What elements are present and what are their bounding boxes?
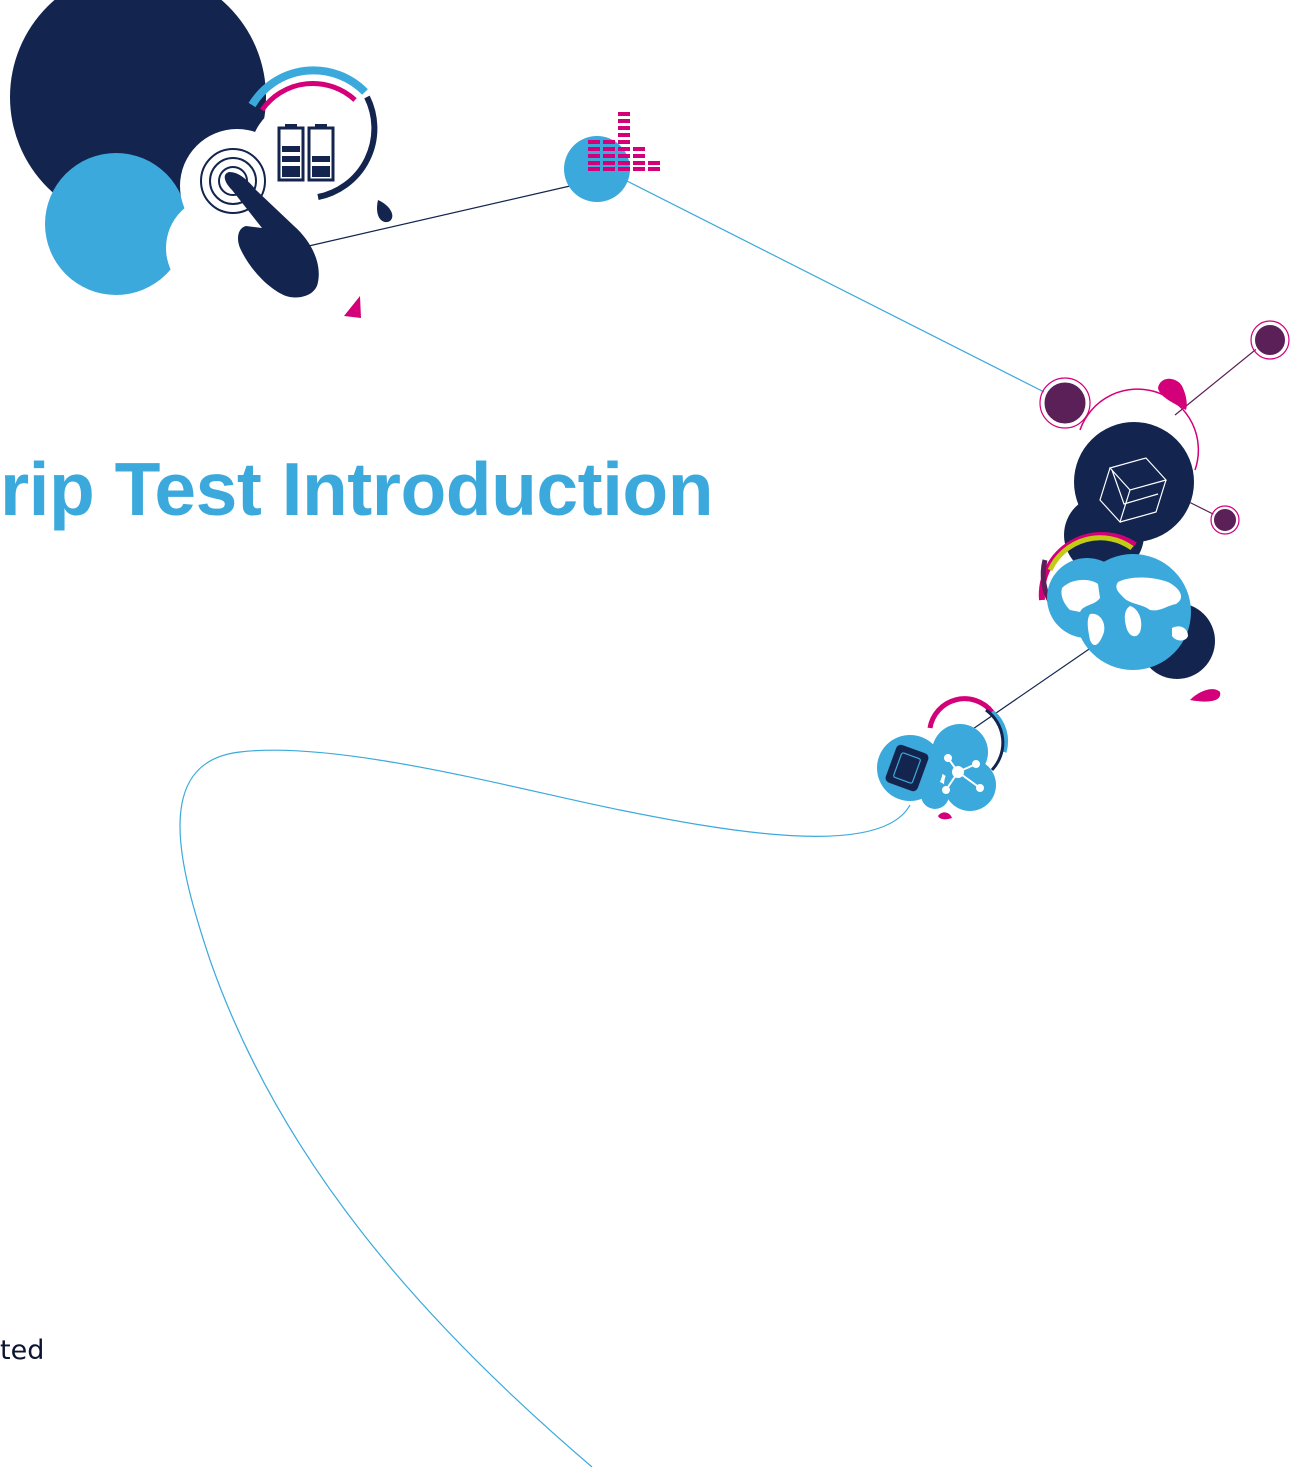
network-icon bbox=[942, 754, 984, 794]
cube-icon bbox=[1099, 457, 1168, 524]
purple-dot bbox=[1212, 507, 1238, 533]
touch-screen-icon bbox=[200, 148, 266, 214]
chip-icon bbox=[885, 744, 929, 792]
blue-arc bbox=[248, 66, 368, 108]
slide-title: rip Test Introduction bbox=[0, 447, 714, 531]
magenta-drop-small bbox=[938, 812, 952, 820]
blue-large-circle bbox=[45, 153, 187, 295]
magenta-arc bbox=[259, 81, 357, 112]
navy-arc bbox=[317, 95, 378, 200]
blue-arc-chip bbox=[990, 710, 1009, 753]
purple-dot bbox=[1041, 379, 1089, 427]
connector-line-cube-dot bbox=[1174, 337, 1271, 416]
magenta-arc-chip bbox=[927, 696, 994, 729]
purple-dot-ring bbox=[1210, 505, 1240, 535]
purple-dot-ring bbox=[1039, 377, 1091, 429]
flowing-curve bbox=[179, 749, 911, 1467]
magenta-triangle bbox=[344, 296, 361, 318]
purple-dot bbox=[1253, 323, 1287, 357]
hand-drip bbox=[377, 200, 393, 223]
globe-icon bbox=[1061, 577, 1188, 646]
magenta-drop bbox=[1190, 689, 1221, 702]
footnote-fragment: ted bbox=[0, 1335, 45, 1366]
connector-line-hand-eq bbox=[299, 185, 571, 249]
hand-icon bbox=[224, 172, 319, 298]
blue-cloud-part bbox=[921, 781, 949, 809]
navy-arc-chip bbox=[985, 708, 1005, 772]
magenta-thin-arc bbox=[1079, 388, 1200, 471]
connector-line-eq-purple bbox=[624, 179, 1051, 396]
magenta-drop bbox=[1158, 378, 1187, 410]
lime-arc bbox=[1047, 535, 1134, 572]
white-circle bbox=[250, 100, 360, 210]
equalizer-icon bbox=[588, 112, 660, 171]
white-circle bbox=[166, 196, 270, 300]
purple-dot-ring bbox=[1250, 320, 1290, 360]
navy-cube-circle bbox=[1074, 422, 1194, 542]
battery-icon-fill bbox=[282, 124, 330, 177]
